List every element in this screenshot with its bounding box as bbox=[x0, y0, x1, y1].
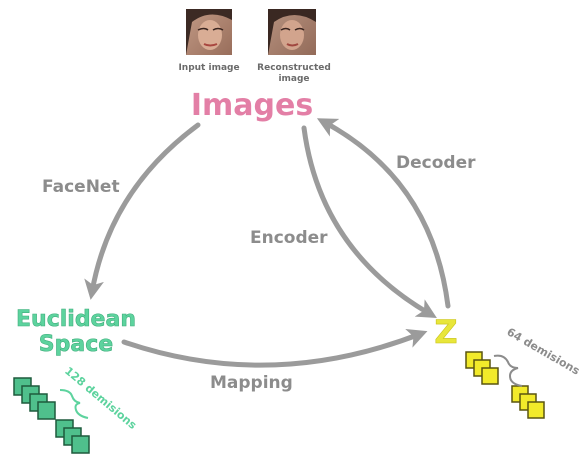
green-square bbox=[37, 401, 56, 420]
reconstructed-image-caption-line2: image bbox=[278, 74, 309, 84]
decoder-arrow bbox=[316, 118, 451, 309]
z-latent-label: Z bbox=[434, 313, 457, 351]
reconstructed-image-caption: Reconstructed bbox=[257, 63, 331, 73]
encoder-label: Encoder bbox=[250, 228, 328, 248]
yellow-square bbox=[481, 367, 499, 385]
z-vector-squares bbox=[465, 351, 545, 419]
encoder-arrow bbox=[301, 125, 437, 319]
mapping-label: Mapping bbox=[210, 373, 293, 393]
z-dimension-brace bbox=[493, 354, 523, 387]
euclidean-space-label-line2: Space bbox=[39, 332, 113, 357]
decoder-label: Decoder bbox=[396, 153, 476, 173]
input-image-photo bbox=[186, 9, 232, 55]
yellow-square bbox=[527, 401, 545, 419]
euclidean-dimension-brace bbox=[59, 389, 89, 419]
facenet-arrow bbox=[84, 122, 201, 300]
reconstructed-image-photo bbox=[268, 9, 316, 55]
facenet-label: FaceNet bbox=[42, 177, 120, 197]
euclidean-space-label: Euclidean bbox=[16, 307, 136, 332]
images-title: Images bbox=[191, 88, 313, 123]
z-dimension-label: 64 demisions bbox=[505, 325, 583, 377]
green-square bbox=[71, 435, 90, 454]
input-image-caption: Input image bbox=[178, 63, 239, 73]
euclidean-vector-squares bbox=[13, 377, 90, 454]
mapping-arrow bbox=[121, 328, 428, 368]
